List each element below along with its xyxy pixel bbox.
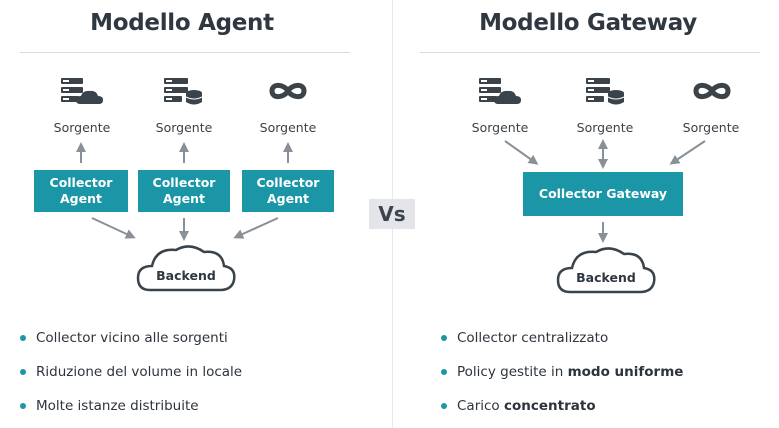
left-source-label-2: Sorgente [155,120,213,135]
bullet-dot [20,369,26,375]
right-bullet-2-bold: modo uniforme [567,364,684,380]
right-bullet-3-bold: concentrato [503,398,596,414]
left-title: Modello Agent [90,10,274,36]
left-title-rule [20,52,350,53]
right-source-label-3: Sorgente [682,120,740,135]
right-bullet-1-text: Collector centralizzato [457,330,609,346]
right-bullet-1: Collector centralizzato [441,330,608,346]
bullet-dot [441,403,447,409]
right-source-label-2: Sorgente [576,120,634,135]
bullet-dot [441,369,447,375]
collector-agent-3-line1: Collector [256,175,320,190]
left-backend-cloud [136,245,236,292]
right-backend-cloud [556,247,656,294]
bullet-dot [441,335,447,341]
collector-agent-2-line1: Collector [152,175,216,190]
right-bullet-2-text: Policy gestite in [457,364,568,380]
right-bullet-2: Policy gestite in modo uniforme [441,364,683,380]
left-bullet-1: Collector vicino alle sorgenti [20,330,228,346]
left-source-label-1: Sorgente [53,120,111,135]
left-backend-arrows [91,217,279,241]
left-source-label-3: Sorgente [259,120,317,135]
bullet-dot [20,335,26,341]
bullet-dot [20,403,26,409]
left-bullet-2-text: Riduzione del volume in locale [36,364,243,380]
right-source-arrows [504,139,706,169]
left-upward-arrows [76,142,293,163]
right-bullet-3: Carico concentrato [441,398,596,414]
left-backend-label: Backend [156,268,216,283]
left-bullet-3-text: Molte istanze distribuite [36,398,199,414]
collector-agent-1-line2: Agent [60,191,102,206]
collector-agent-2-line2: Agent [163,191,205,206]
collector-agent-3-line2: Agent [267,191,309,206]
right-bullet-3-text: Carico [457,398,504,414]
collector-gateway: Collector Gateway [523,172,683,216]
collector-agent-1-line1: Collector [49,175,113,190]
right-backend-label: Backend [576,270,636,285]
right-title: Modello Gateway [479,10,697,36]
left-bullet-1-text: Collector vicino alle sorgenti [36,330,228,346]
left-bullet-2: Riduzione del volume in locale [20,364,242,380]
left-bullet-3: Molte istanze distribuite [20,398,199,414]
vs-badge: Vs [369,199,415,229]
right-title-rule [420,52,760,53]
right-source-label-1: Sorgente [471,120,529,135]
